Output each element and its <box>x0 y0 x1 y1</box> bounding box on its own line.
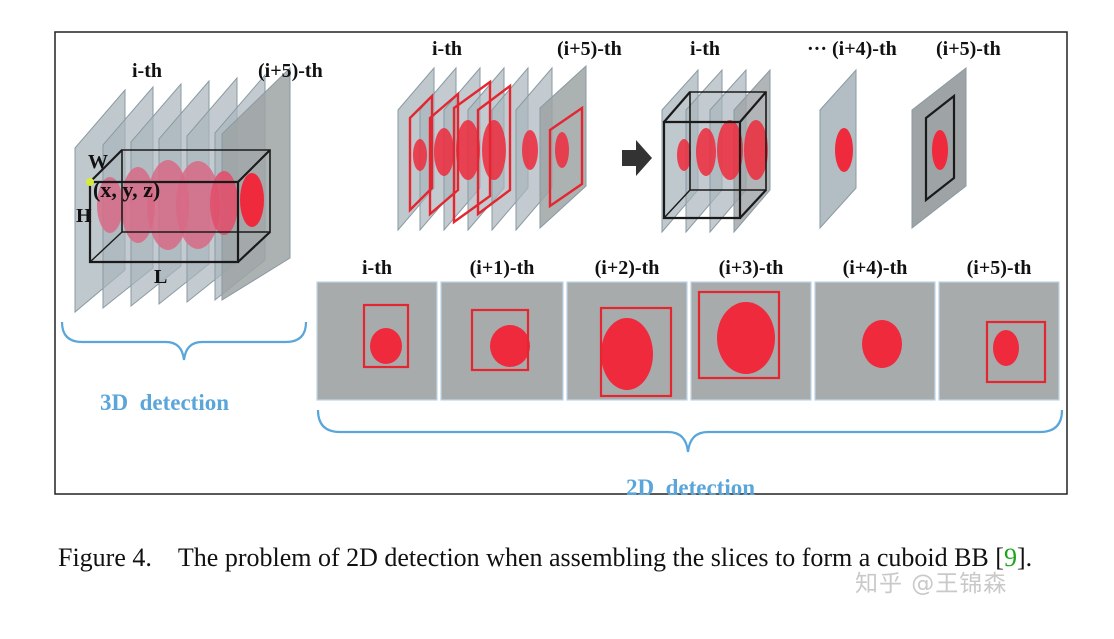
citation-link[interactable]: 9 <box>1003 543 1017 572</box>
lesion <box>744 120 768 180</box>
dim-w-label: W <box>88 151 108 173</box>
lesion <box>696 128 716 176</box>
slice-label: (i+3)-th <box>719 257 784 279</box>
lesion <box>993 330 1019 366</box>
lesion <box>601 318 653 390</box>
slice-label: (i+1)-th <box>470 257 535 279</box>
lesion <box>522 130 538 170</box>
slice-tile: (i+3)-th <box>690 257 812 401</box>
lesion <box>717 302 775 374</box>
detection-box <box>548 105 584 209</box>
slice-stack-3d <box>74 66 291 314</box>
dim-l-label: L <box>154 266 167 288</box>
slice-row-2d: i-th (i+1)-th (i+2)-th (i+3)-th (i+4)-th <box>316 257 1060 401</box>
lesion <box>717 120 743 180</box>
lesion <box>456 120 480 180</box>
slice-label: i-th <box>362 257 392 279</box>
label-asm-mid: ··· (i+4)-th <box>807 38 897 60</box>
lesion <box>835 128 853 172</box>
detection-box <box>476 83 512 217</box>
caption-number: Figure 4. <box>58 543 152 572</box>
lesion <box>434 128 454 176</box>
label-3d-last: (i+5)-th <box>258 60 323 82</box>
watermark: 知乎 @王锦森 <box>855 571 1008 597</box>
slice-label: (i+5)-th <box>967 257 1032 279</box>
brace-2d <box>316 409 1064 453</box>
detection-box <box>697 290 781 380</box>
detection-box <box>362 303 410 369</box>
section-label-2d: 2D detection <box>626 475 755 500</box>
figure-panel: i-th (i+5)-th W (x, y, z) H L 3D detecti… <box>54 31 1068 500</box>
arrow-icon <box>622 140 652 176</box>
label-2d-last: (i+5)-th <box>557 38 622 60</box>
label-2d-first: i-th <box>432 38 462 60</box>
detection-box <box>470 308 530 372</box>
lesion <box>370 328 402 364</box>
caption-text: The problem of 2D detection when assembl… <box>177 543 1004 572</box>
lesion <box>413 139 427 171</box>
slice-label: (i+4)-th <box>843 257 908 279</box>
lesion <box>862 320 902 368</box>
brace-3d <box>60 321 308 361</box>
slice-tile: (i+2)-th <box>566 257 688 401</box>
figure-caption: Figure 4. The problem of 2D detection whe… <box>58 541 1068 574</box>
lesion <box>490 325 530 367</box>
caption-end: ]. <box>1016 543 1033 572</box>
detection-box <box>408 93 434 213</box>
slice-tile: (i+5)-th <box>938 257 1060 401</box>
section-label-3d: 3D detection <box>100 390 229 415</box>
lesion <box>932 130 948 170</box>
slice-stack-2d <box>397 64 587 232</box>
detection-box <box>985 320 1047 384</box>
lesion <box>555 132 569 168</box>
lesion <box>482 120 506 180</box>
detection-box <box>452 79 492 225</box>
slice-tile: i-th <box>316 257 438 401</box>
assembled-cuboid <box>661 68 771 234</box>
dim-h-label: H <box>76 205 92 227</box>
label-3d-first: i-th <box>132 60 162 82</box>
lesion <box>121 167 155 243</box>
label-asm-first: i-th <box>690 38 720 60</box>
lesion <box>240 173 264 227</box>
slice-box <box>924 93 956 203</box>
cuboid-bounding-box <box>88 149 271 264</box>
lesion <box>97 177 123 233</box>
slice-tile: (i+1)-th <box>440 257 564 401</box>
coord-label: (x, y, z) <box>93 177 160 202</box>
origin-point <box>86 178 94 186</box>
slice-label: (i+2)-th <box>595 257 660 279</box>
slice-tile: (i+4)-th <box>814 257 936 401</box>
detection-box <box>428 91 460 217</box>
label-asm-last: (i+5)-th <box>936 38 1001 60</box>
lesion <box>210 171 238 235</box>
lesion <box>677 139 691 171</box>
detection-box <box>599 306 673 398</box>
